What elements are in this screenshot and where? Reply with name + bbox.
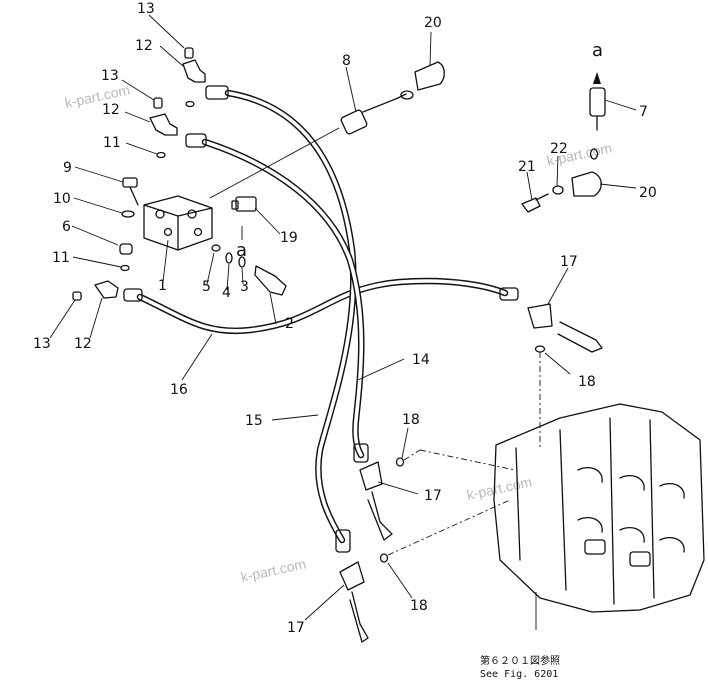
- switch-7: [589, 72, 606, 160]
- sensor-8: [340, 90, 414, 135]
- callout-17: 17: [287, 620, 305, 636]
- bolt-21: [521, 193, 549, 213]
- plug-13-upper: [184, 47, 194, 59]
- valve-block: [143, 195, 213, 251]
- washer-22: [552, 185, 564, 195]
- oring-11-upper: [156, 151, 166, 159]
- hose-14: [185, 133, 369, 463]
- callout-22: 22: [550, 141, 568, 157]
- ring-4: [225, 252, 233, 264]
- ring-3: [238, 256, 246, 268]
- callout-15: 15: [245, 413, 263, 429]
- control-valve: [493, 403, 705, 613]
- elbow-12-middle: [149, 97, 178, 159]
- connection-mark-a: a: [592, 40, 603, 61]
- callout-19: 19: [280, 230, 298, 246]
- oring-22: [589, 148, 599, 160]
- callout-1: 1: [158, 278, 167, 294]
- watermarks: k-part.com k-part.com k-part.com k-part.…: [63, 82, 613, 585]
- callout-11: 11: [103, 135, 121, 151]
- callout-5: 5: [202, 279, 211, 295]
- callout-20: 20: [424, 15, 442, 31]
- hose-15-fitting-top: [205, 85, 229, 100]
- hose-14-fitting-bottom: [353, 443, 369, 463]
- tee-17-middle: [359, 461, 393, 541]
- callout-17: 17: [424, 488, 442, 504]
- callout-10: 10: [53, 191, 71, 207]
- oring-11-lower: [120, 264, 130, 272]
- hose-16: [123, 277, 519, 335]
- callout-13: 13: [137, 1, 155, 17]
- callout-17: 17: [560, 254, 578, 270]
- watermark: k-part.com: [239, 556, 307, 585]
- oring-18-lower: [379, 553, 389, 563]
- callout-18: 18: [402, 412, 420, 428]
- callout-4: 4: [222, 285, 231, 301]
- callout-6: 6: [62, 219, 71, 235]
- callout-8: 8: [342, 53, 351, 69]
- clamp-20-right: [571, 171, 602, 197]
- leader-lines: [49, 14, 637, 630]
- hose-15-fitting-bottom: [335, 529, 351, 553]
- callout-12: 12: [135, 38, 153, 54]
- washer-10: [121, 210, 135, 218]
- watermark: k-part.com: [465, 474, 533, 503]
- callout-2: 2: [285, 316, 294, 332]
- valve-2: [254, 265, 287, 296]
- oring-5: [211, 244, 221, 252]
- elbow-12-upper: [182, 47, 206, 108]
- callout-20: 20: [639, 185, 657, 201]
- hose-14-fitting-top: [185, 133, 207, 148]
- callout-13: 13: [33, 336, 51, 352]
- callout-13: 13: [101, 68, 119, 84]
- callout-3: 3: [240, 279, 249, 295]
- hose-15: [205, 85, 357, 553]
- bolt-9: [122, 177, 139, 206]
- tee-17-lower: [339, 561, 369, 643]
- figure-reference-en: See Fig. 6201: [480, 669, 558, 680]
- callout-12: 12: [74, 336, 92, 352]
- callout-18: 18: [410, 598, 428, 614]
- callout-16: 16: [170, 382, 188, 398]
- tee-17-right: [527, 303, 603, 353]
- oring-18-right: [534, 345, 546, 353]
- callout-18: 18: [578, 374, 596, 390]
- plug-13-middle: [153, 97, 163, 109]
- watermark: k-part.com: [63, 82, 131, 111]
- callout-7: 7: [639, 104, 648, 120]
- elbow-12-lower: [72, 264, 130, 301]
- callout-11: 11: [52, 250, 70, 266]
- switch-19: [231, 196, 257, 212]
- hose-16-fitting-right: [499, 287, 519, 301]
- callout-14: 14: [412, 352, 430, 368]
- figure-reference-jp: 第６２０１図参照: [480, 654, 560, 667]
- callout-21: 21: [518, 159, 536, 175]
- callout-12: 12: [102, 102, 120, 118]
- callout-9: 9: [63, 160, 72, 176]
- arrow-up: [593, 72, 601, 84]
- callouts: 13 12 13 12 11 9 10 6 11 13 12 1 5 4 3 2…: [33, 1, 657, 636]
- hose-16-fitting-left: [123, 288, 143, 302]
- plug-13-lower: [72, 291, 82, 301]
- connection-mark-a: a: [236, 240, 247, 261]
- clamp-20-upper: [414, 61, 445, 91]
- plug-6: [119, 243, 133, 255]
- oring-upper: [185, 100, 195, 108]
- oring-18-middle: [395, 457, 405, 467]
